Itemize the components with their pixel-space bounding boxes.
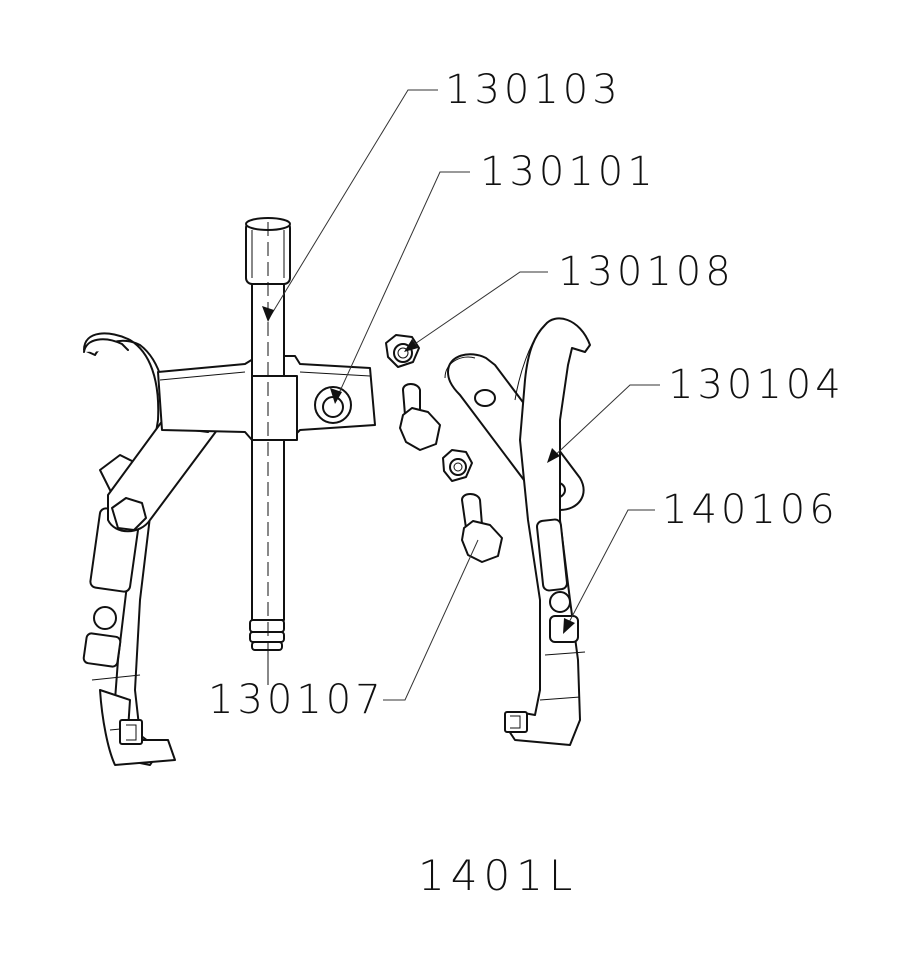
hex-nut-upper: [385, 334, 420, 368]
leader-lines: [262, 89, 660, 701]
hex-bolt-lower: [461, 493, 503, 563]
callout-130108: 130108: [558, 249, 735, 295]
yoke-crossbar: [157, 355, 376, 441]
forcing-screw: [245, 217, 291, 685]
hex-bolt-upper: [399, 383, 441, 451]
hex-nut-lower: [442, 449, 473, 482]
callout-130104: 130104: [668, 362, 845, 408]
model-number: 1401L: [418, 851, 578, 900]
callout-130101: 130101: [480, 149, 657, 195]
right-jaw-arm: [504, 317, 591, 746]
callout-130103: 130103: [445, 67, 622, 113]
callout-140106: 140106: [662, 487, 839, 533]
callout-130107: 130107: [208, 677, 385, 723]
